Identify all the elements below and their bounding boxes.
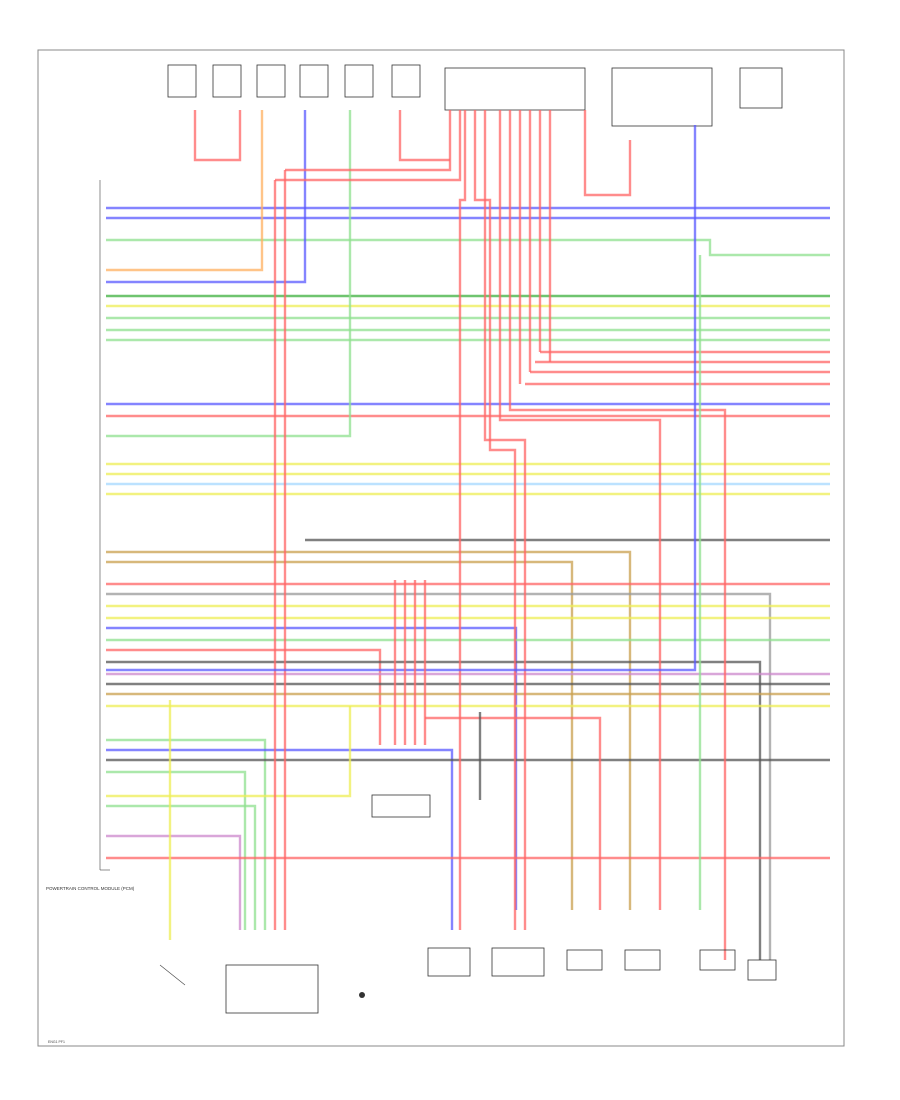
bottom-components [159, 794, 777, 1014]
footer-code: ENG1 PF1 [48, 1040, 65, 1044]
pcm-pin-column [99, 180, 110, 871]
pcm-label: POWERTRAIN CONTROL MODULE (PCM) [46, 886, 135, 891]
horizontal-wires [106, 110, 830, 960]
diagram-frame [37, 49, 845, 1047]
top-connectors [167, 64, 783, 127]
vertical-wires [106, 110, 727, 960]
